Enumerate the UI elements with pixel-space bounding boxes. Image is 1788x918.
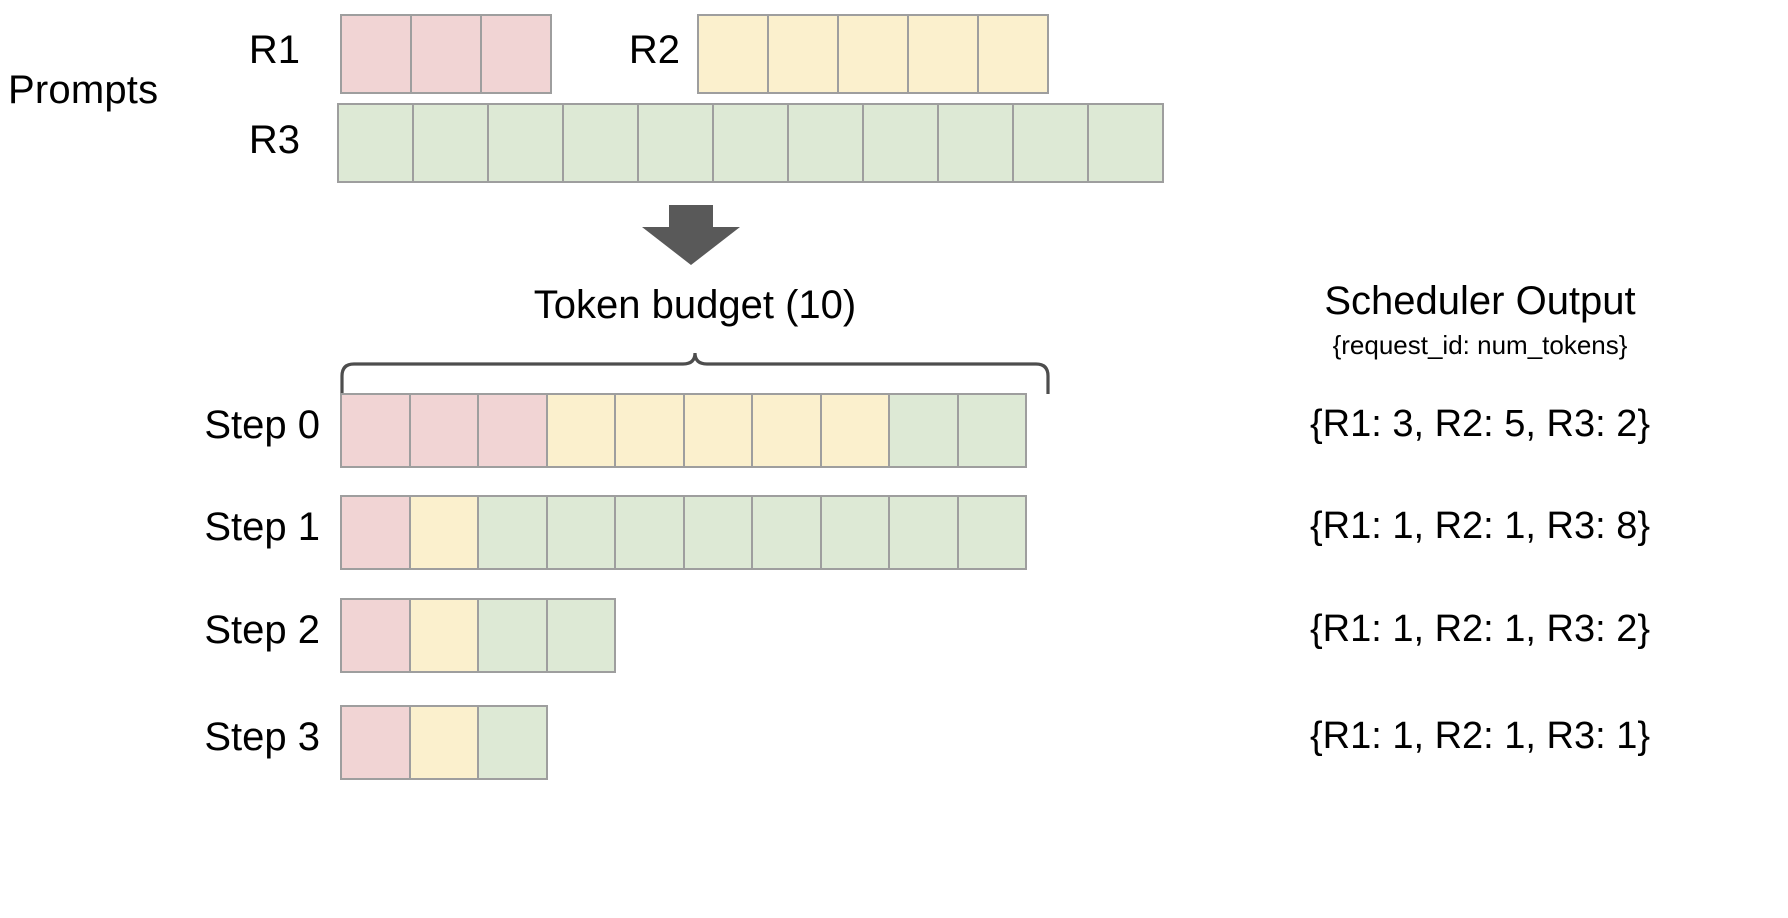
step-token-cell — [614, 495, 685, 570]
step-label: Step 0 — [204, 403, 320, 447]
step-token-cell — [682, 393, 753, 468]
step-token-cell — [477, 393, 548, 468]
prompt-token-cell — [337, 103, 414, 183]
request-label-r1: R1 — [248, 28, 300, 72]
step-token-cell — [340, 393, 411, 468]
request-label-r2: R2 — [628, 28, 680, 72]
step-token-cell — [408, 598, 479, 673]
step-row: Step 0 {R1: 3, R2: 5, R3: 2} — [0, 393, 1788, 473]
step-token-cell — [819, 495, 890, 570]
prompt-strip-r3 — [337, 103, 1164, 183]
step-token-cell — [340, 705, 411, 780]
step-token-cell — [545, 598, 616, 673]
prompt-token-cell — [862, 103, 939, 183]
scheduler-output-value: {R1: 1, R2: 1, R3: 1} — [1309, 715, 1651, 757]
prompt-strip-r2 — [697, 14, 1049, 94]
step-token-cell — [340, 495, 411, 570]
step-token-strip — [340, 598, 616, 673]
prompt-strip-r1 — [340, 14, 552, 94]
prompt-token-cell — [562, 103, 639, 183]
step-token-cell — [751, 393, 822, 468]
prompts-section-label: Prompts — [8, 68, 159, 112]
token-budget-label: Token budget (10) — [533, 283, 857, 327]
prompt-token-cell — [340, 14, 412, 94]
step-token-cell — [888, 393, 959, 468]
step-label: Step 3 — [204, 715, 320, 759]
token-budget-brace — [339, 352, 1051, 396]
step-token-cell — [751, 495, 822, 570]
prompt-token-cell — [1087, 103, 1164, 183]
prompt-token-cell — [1012, 103, 1089, 183]
step-token-cell — [682, 495, 753, 570]
step-token-strip — [340, 495, 1027, 570]
prompt-token-cell — [697, 14, 769, 94]
request-label-r3: R3 — [248, 118, 300, 162]
step-token-cell — [819, 393, 890, 468]
step-row: Step 2 {R1: 1, R2: 1, R3: 2} — [0, 598, 1788, 678]
down-arrow-icon — [636, 205, 746, 265]
step-token-cell — [408, 705, 479, 780]
step-token-cell — [408, 393, 479, 468]
scheduler-output-subtitle: {request_id: num_tokens} — [1332, 330, 1628, 360]
prompt-token-cell — [410, 14, 482, 94]
step-label: Step 2 — [204, 608, 320, 652]
scheduler-output-title: Scheduler Output — [1324, 279, 1636, 323]
prompt-token-cell — [787, 103, 864, 183]
step-token-cell — [477, 598, 548, 673]
prompt-token-cell — [837, 14, 909, 94]
step-token-cell — [545, 393, 616, 468]
prompt-token-cell — [937, 103, 1014, 183]
step-token-cell — [545, 495, 616, 570]
prompt-token-cell — [480, 14, 552, 94]
scheduler-output-value: {R1: 3, R2: 5, R3: 2} — [1309, 403, 1651, 445]
step-token-cell — [477, 495, 548, 570]
step-token-cell — [340, 598, 411, 673]
step-token-cell — [956, 393, 1027, 468]
step-token-strip — [340, 705, 548, 780]
prompt-token-cell — [637, 103, 714, 183]
prompt-token-cell — [767, 14, 839, 94]
prompt-token-cell — [712, 103, 789, 183]
prompt-token-cell — [907, 14, 979, 94]
prompt-token-cell — [977, 14, 1049, 94]
step-token-cell — [408, 495, 479, 570]
step-token-strip — [340, 393, 1027, 468]
prompt-token-cell — [487, 103, 564, 183]
step-row: Step 3 {R1: 1, R2: 1, R3: 1} — [0, 705, 1788, 785]
step-token-cell — [956, 495, 1027, 570]
step-row: Step 1 {R1: 1, R2: 1, R3: 8} — [0, 495, 1788, 575]
prompt-token-cell — [412, 103, 489, 183]
step-token-cell — [888, 495, 959, 570]
step-label: Step 1 — [204, 505, 320, 549]
scheduler-output-value: {R1: 1, R2: 1, R3: 8} — [1309, 505, 1651, 547]
scheduler-output-value: {R1: 1, R2: 1, R3: 2} — [1309, 608, 1651, 650]
step-token-cell — [477, 705, 548, 780]
step-token-cell — [614, 393, 685, 468]
